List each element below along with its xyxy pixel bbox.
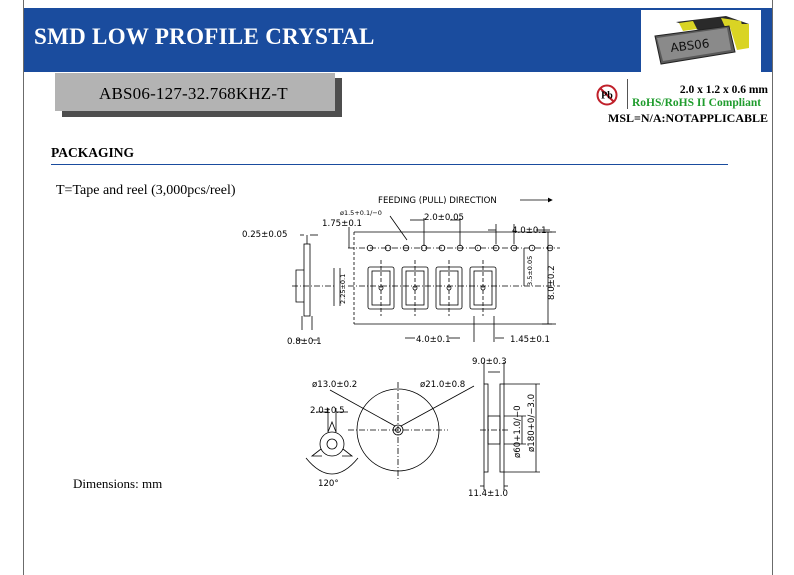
part-number: ABS06-127-32.768KHZ-T (99, 84, 288, 103)
packaging-drawing: FEEDING (PULL) DIRECTION (230, 190, 580, 500)
key-width-label: 2.0±0.5 (310, 406, 345, 416)
product-image-label: ABS06 (670, 36, 711, 55)
hub-width-label: 9.0±0.3 (472, 357, 507, 367)
page-frame-left (23, 0, 24, 575)
key-angle-label: 120° (318, 479, 339, 489)
dimensions-unit-note: Dimensions: mm (73, 476, 163, 491)
section-title: PACKAGING (51, 145, 134, 160)
outer-dia-label: ø180+0/−3.0 (527, 394, 537, 452)
section-divider (51, 164, 728, 165)
feed-direction-label: FEEDING (PULL) DIRECTION (378, 196, 497, 206)
tape-thickness-label: 0.25±0.05 (242, 230, 287, 240)
inner-dia-label: ø60+1.0/−0 (513, 405, 523, 458)
badge-divider (627, 79, 628, 109)
pb-label: Pb (601, 91, 613, 102)
reel-hub-detail (305, 408, 359, 475)
pocket-offset-label: 3.5±0.05 (526, 256, 534, 286)
tape-reel-note: T=Tape and reel (3,000pcs/reel) (56, 183, 236, 198)
hole-dia-label: ø1.5+0.1/−0 (340, 209, 382, 217)
reel-side-view (480, 362, 540, 490)
carrier-thickness-label: 0.8±0.1 (287, 337, 322, 347)
product-image: ABS06 (641, 10, 761, 72)
spindle-dia-label: ø13.0±0.2 (312, 380, 357, 390)
flange-width-label: 11.4±1.0 (468, 489, 508, 499)
pocket-pitch-label: 4.0±0.1 (416, 335, 451, 345)
tape-top-view (348, 231, 560, 325)
edge-to-hole-label: 1.75±0.1 (322, 219, 362, 229)
package-dimensions: 2.0 x 1.2 x 0.6 mm (679, 84, 768, 96)
page-title: SMD LOW PROFILE CRYSTAL (34, 24, 375, 49)
msl-rating: MSL=N/A:NOTAPPLICABLE (608, 111, 768, 125)
tape-dimension-lines (296, 215, 556, 342)
rohs-compliance: RoHS/RoHS II Compliant (632, 97, 762, 109)
sprocket-pitch-label: 4.0±0.1 (512, 226, 547, 236)
pocket-depth-label: 2.25±0.1 (339, 274, 347, 304)
pocket-width-label: 1.45±0.1 (510, 335, 550, 345)
pb-free-icon: Pb (596, 84, 618, 106)
page-frame-right (772, 0, 773, 575)
tape-side-view (292, 235, 336, 330)
hole-to-pocket-label: 2.0±0.05 (424, 213, 464, 223)
reel-front-view (329, 382, 475, 480)
hub-dia-label: ø21.0±0.8 (420, 380, 465, 390)
tape-width-label: 8.0±0.2 (547, 265, 557, 300)
part-number-box (55, 73, 335, 111)
